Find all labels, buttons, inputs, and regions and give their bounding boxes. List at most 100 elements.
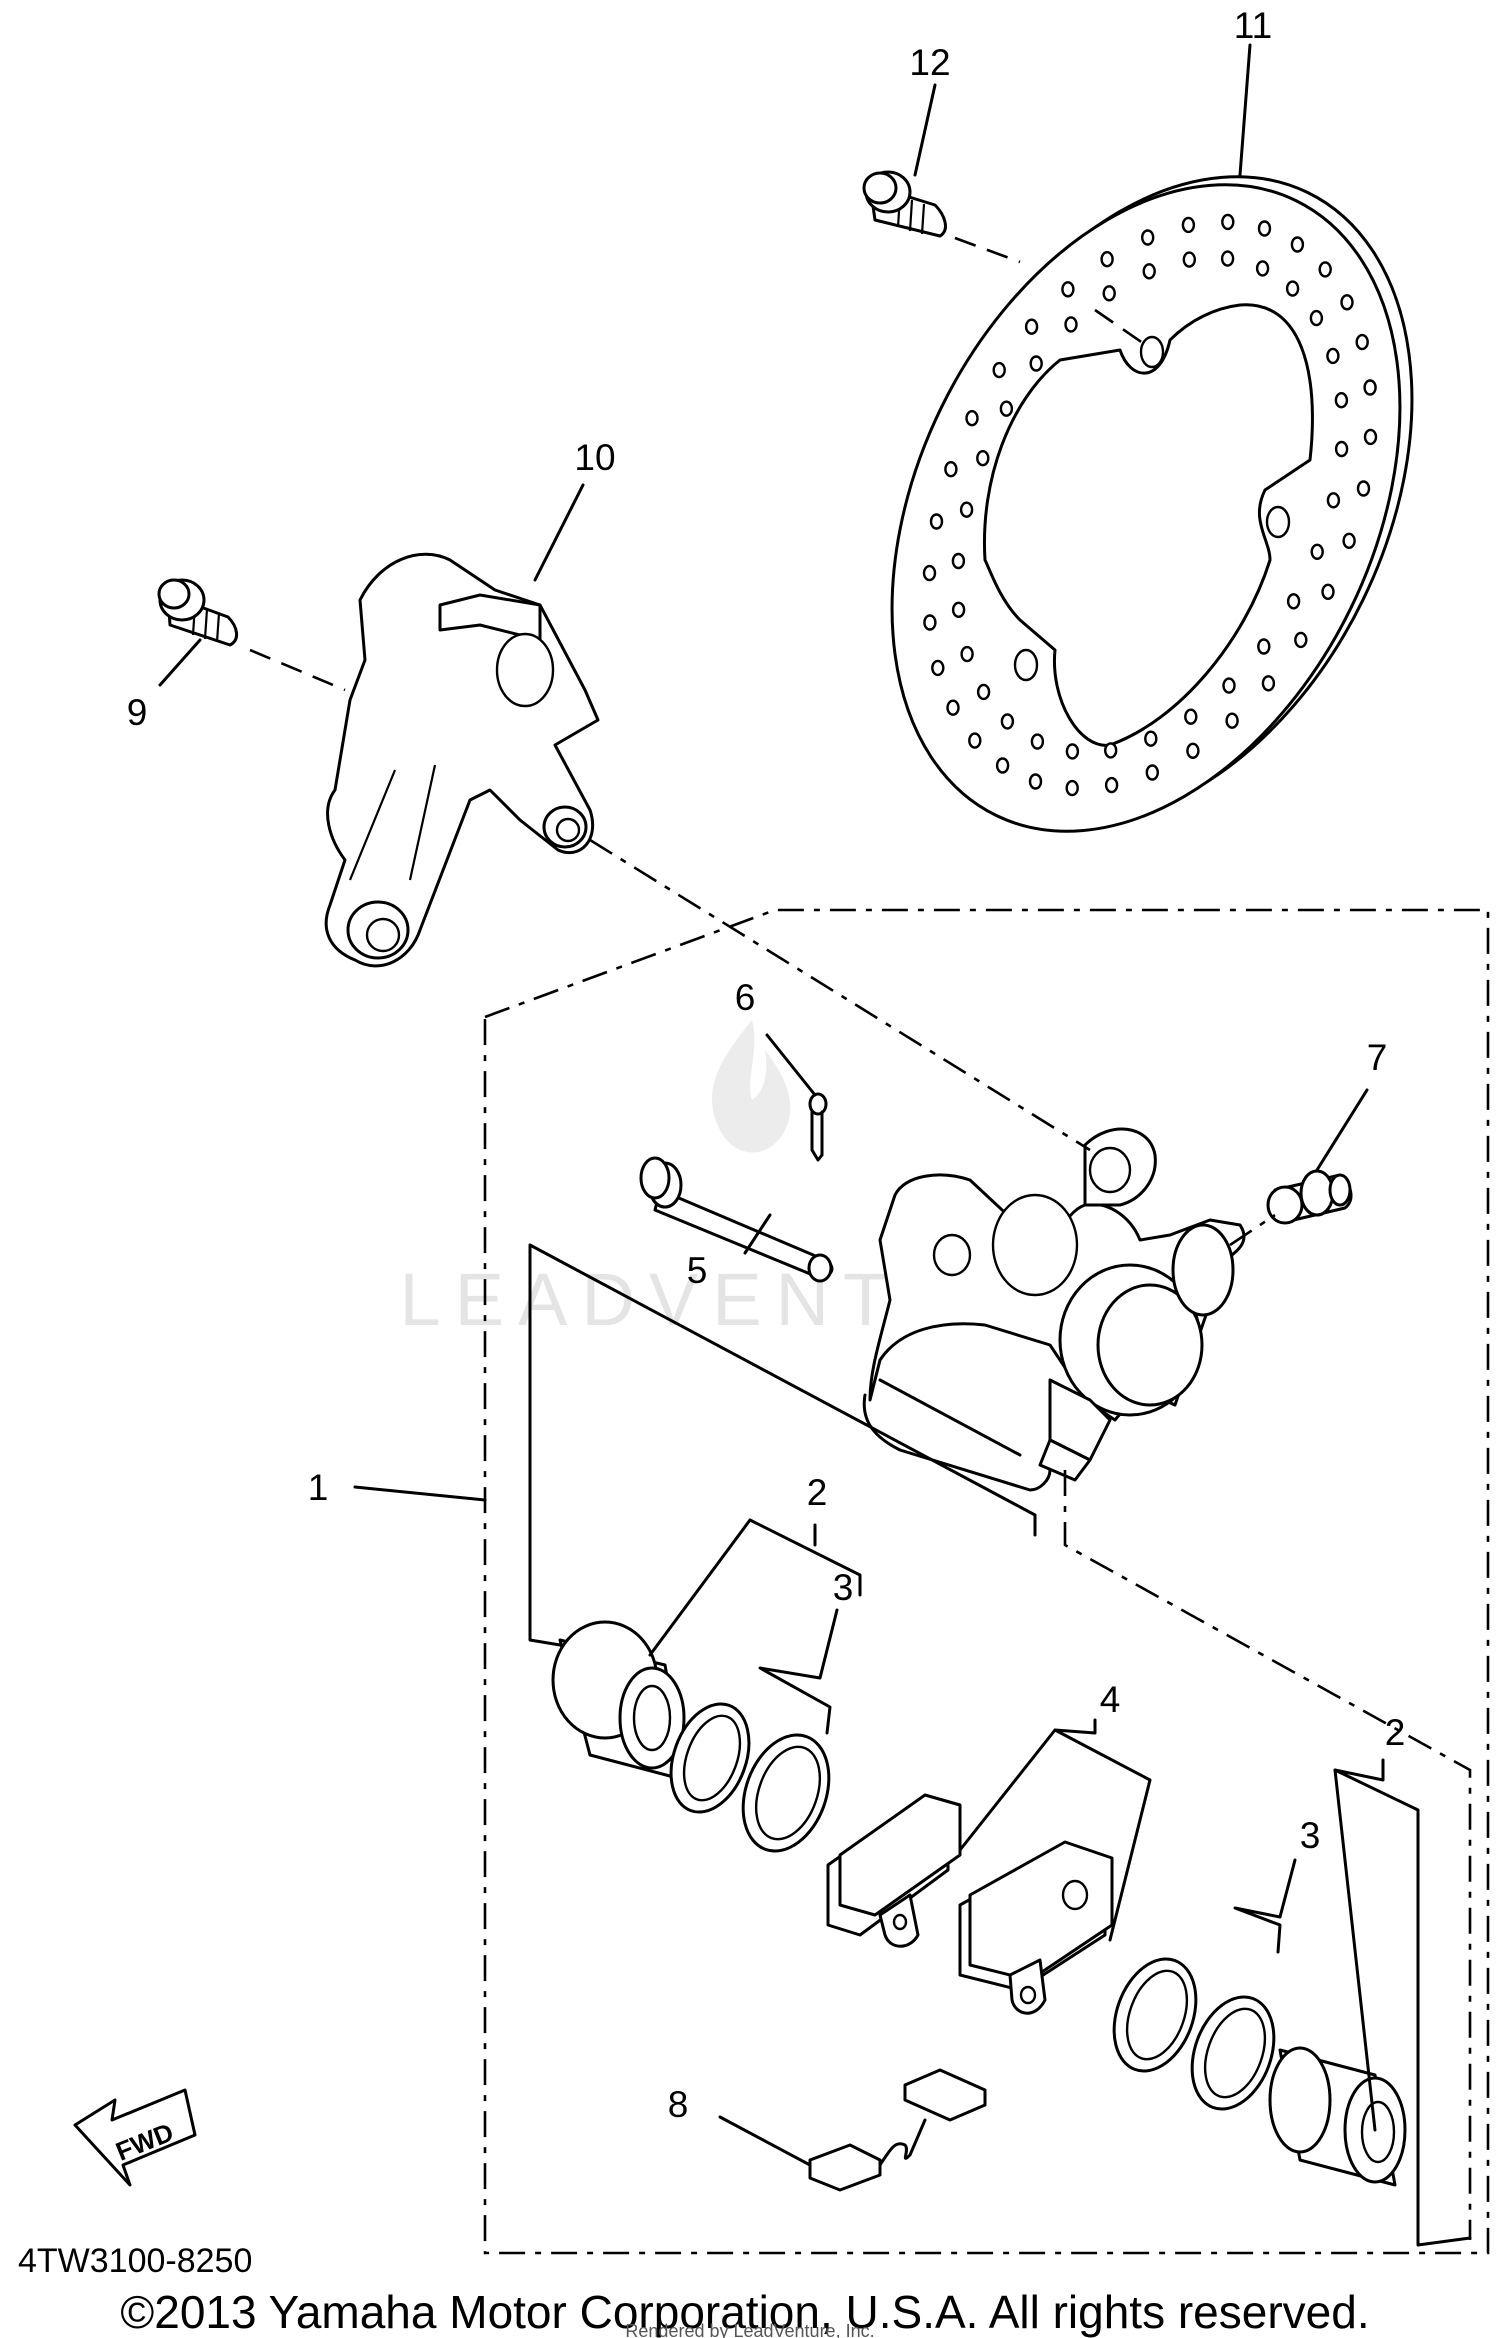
callout-5: 5 [687, 1250, 708, 1291]
disc-vent-hole [1184, 708, 1198, 725]
disc-vent-hole [1140, 229, 1155, 246]
callout-12: 12 [909, 42, 950, 83]
caliper-axis-guide [589, 838, 1091, 1152]
disc-vent-hole [1363, 379, 1377, 396]
disc-vent-hole [1186, 742, 1200, 759]
callout-7: 7 [1367, 1037, 1388, 1078]
callout-3: 3 [833, 1567, 854, 1608]
disc-vent-hole [1257, 220, 1272, 237]
fwd-arrow-icon: FWD [73, 2088, 197, 2187]
disc-vent-hole [1061, 281, 1075, 298]
disc-vent-hole [1142, 263, 1156, 280]
seal-right-2 [1190, 1995, 1276, 2111]
bracket-bolt [157, 578, 238, 647]
disc-vent-hole [1261, 675, 1276, 692]
disc-vent-hole [1065, 779, 1079, 797]
pad-spring [808, 2068, 987, 2192]
rendered-by: Rendered by LeadVenture, Inc. [625, 2321, 874, 2338]
disc-vent-hole [1326, 492, 1341, 509]
caliper-body [862, 1127, 1246, 1492]
disc-vent-hole [923, 614, 937, 631]
disc-vent-hole [1356, 480, 1371, 497]
watermark-flame-icon [711, 1020, 791, 1153]
disc-vent-hole [1103, 742, 1118, 759]
piston-right [1268, 2046, 1407, 2187]
callout-3-right: 3 [1300, 1815, 1321, 1856]
disc-vent-hole [1065, 743, 1080, 760]
disc-vent-hole [946, 699, 960, 716]
kit-outline [483, 908, 1490, 2255]
disc-vent-hole [1181, 216, 1196, 234]
disc-vent-hole [1290, 236, 1305, 253]
disc-vent-hole [968, 732, 982, 749]
disc-vent-hole [1285, 280, 1300, 297]
disc-vent-hole [1145, 764, 1160, 781]
bracket-bolt-guide [249, 648, 346, 692]
disc-vent-hole [1000, 713, 1015, 730]
seal-right-1 [1112, 1957, 1198, 2073]
disc-vent-hole [922, 564, 937, 582]
disc-vent-hole [931, 659, 945, 677]
disc-vent-hole [976, 450, 990, 467]
disc-vent-hole [1220, 250, 1235, 267]
disc-vent-hole [1363, 428, 1378, 446]
disc-vent-hole [1100, 251, 1114, 268]
brake-pad-left [826, 1793, 962, 1948]
disc-vent-hole [1334, 392, 1349, 409]
disc-vent-hole [1257, 638, 1271, 655]
disc-vent-hole [1310, 543, 1324, 560]
disc-vent-hole [1334, 440, 1349, 458]
callout-2-right: 2 [1385, 1712, 1406, 1753]
disc-vent-hole [1318, 261, 1332, 278]
bleed-guide [1229, 1213, 1276, 1247]
brake-disc [890, 175, 1414, 833]
bleed-screw [1266, 1169, 1353, 1225]
disc-vent-hole [976, 683, 991, 701]
pad-kit-outline [1063, 1470, 1472, 2240]
disc-bolt [862, 170, 947, 238]
callout-9: 9 [127, 692, 148, 733]
callout-2: 2 [807, 1472, 828, 1513]
pad-pin [639, 1156, 834, 1283]
disc-vent-hole [1104, 776, 1119, 794]
disc-vent-hole [1294, 631, 1308, 649]
disc-vent-hole [1144, 730, 1158, 747]
callout-4: 4 [1100, 1679, 1121, 1720]
callout-8: 8 [668, 2084, 689, 2125]
callout-10: 10 [574, 437, 615, 478]
callout-6: 6 [735, 977, 756, 1018]
disc-vent-hole [1342, 532, 1356, 549]
disc-vent-hole [960, 645, 974, 663]
disc-vent-hole [1321, 583, 1335, 600]
disc-vent-hole [1355, 333, 1369, 351]
disc-vent-hole [999, 400, 1014, 417]
disc-vent-hole [1024, 318, 1039, 335]
leader-lines [158, 43, 1472, 2247]
disc-vent-hole [1182, 251, 1197, 268]
disc-vent-hole [951, 552, 966, 570]
callout-1: 1 [308, 1467, 329, 1508]
disc-vent-hole [1028, 773, 1043, 790]
disc-vent-hole [1326, 347, 1340, 365]
disc-vent-hole [1340, 294, 1354, 311]
disc-vent-hole [1286, 593, 1301, 610]
disc-vent-hole [1255, 260, 1270, 277]
seal-left-2 [741, 1733, 831, 1853]
seal-left-1 [669, 1702, 751, 1814]
disc-vent-hole [1222, 677, 1236, 694]
disc-bolt-guide [954, 236, 1151, 350]
callout-11: 11 [1234, 5, 1272, 46]
copyright-notice: ©2013 Yamaha Motor Corporation, U.S.A. A… [120, 2286, 1369, 2338]
disc-vent-hole [1225, 712, 1239, 729]
disc-vent-hole [944, 461, 958, 478]
disc-vent-hole [929, 513, 944, 530]
part-number: 4TW3100-8250 [18, 2242, 252, 2280]
pin-clip [808, 1092, 828, 1162]
brake-pad-right [958, 1840, 1114, 2015]
disc-vent-hole [1029, 355, 1043, 372]
disc-vent-hole [1064, 316, 1078, 333]
disc-vent-hole [959, 501, 974, 518]
disc-vent-hole [965, 410, 979, 427]
disc-vent-hole [992, 361, 1006, 379]
